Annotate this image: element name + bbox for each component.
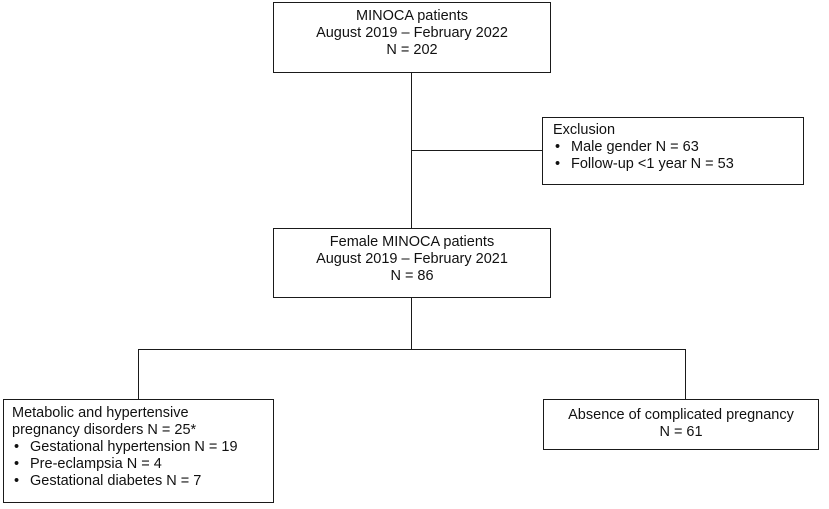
metabolic-item: Gestational hypertension N = 19 bbox=[12, 439, 273, 456]
metabolic-box-title-line-1: Metabolic and hypertensive bbox=[12, 405, 189, 421]
connector-split-horizontal bbox=[138, 349, 686, 351]
absence-box-count: N = 61 bbox=[659, 424, 703, 440]
box-absence-complicated-pregnancy: Absence of complicated pregnancy N = 61 bbox=[543, 399, 819, 450]
connector-to-exclusion bbox=[411, 150, 542, 152]
exclusion-item: Male gender N = 63 bbox=[553, 139, 803, 156]
top-box-count: N = 202 bbox=[386, 42, 438, 58]
box-exclusion: Exclusion Male gender N = 63 Follow-up <… bbox=[542, 117, 804, 185]
box-metabolic-hypertensive-disorders: Metabolic and hypertensive pregnancy dis… bbox=[3, 399, 274, 503]
metabolic-list: Gestational hypertension N = 19 Pre-ecla… bbox=[12, 439, 273, 490]
top-box-period: August 2019 – February 2022 bbox=[316, 25, 508, 41]
connector-female-down bbox=[411, 298, 413, 350]
exclusion-title: Exclusion bbox=[553, 122, 616, 138]
metabolic-item: Gestational diabetes N = 7 bbox=[12, 473, 273, 490]
box-female-minoca-patients: Female MINOCA patients August 2019 – Feb… bbox=[273, 228, 551, 298]
exclusion-list: Male gender N = 63 Follow-up <1 year N =… bbox=[553, 139, 803, 173]
metabolic-box-title-line-2: pregnancy disorders N = 25* bbox=[12, 422, 197, 438]
top-box-title: MINOCA patients bbox=[355, 8, 468, 24]
exclusion-item: Follow-up <1 year N = 53 bbox=[553, 156, 803, 173]
female-box-title: Female MINOCA patients bbox=[329, 234, 495, 250]
female-box-count: N = 86 bbox=[390, 268, 434, 284]
box-minoca-patients: MINOCA patients August 2019 – February 2… bbox=[273, 2, 551, 73]
connector-to-absence bbox=[685, 349, 687, 399]
metabolic-item: Pre-eclampsia N = 4 bbox=[12, 456, 273, 473]
female-box-period: August 2019 – February 2021 bbox=[316, 251, 508, 267]
connector-to-metabolic bbox=[138, 349, 140, 399]
absence-box-title: Absence of complicated pregnancy bbox=[568, 407, 794, 423]
